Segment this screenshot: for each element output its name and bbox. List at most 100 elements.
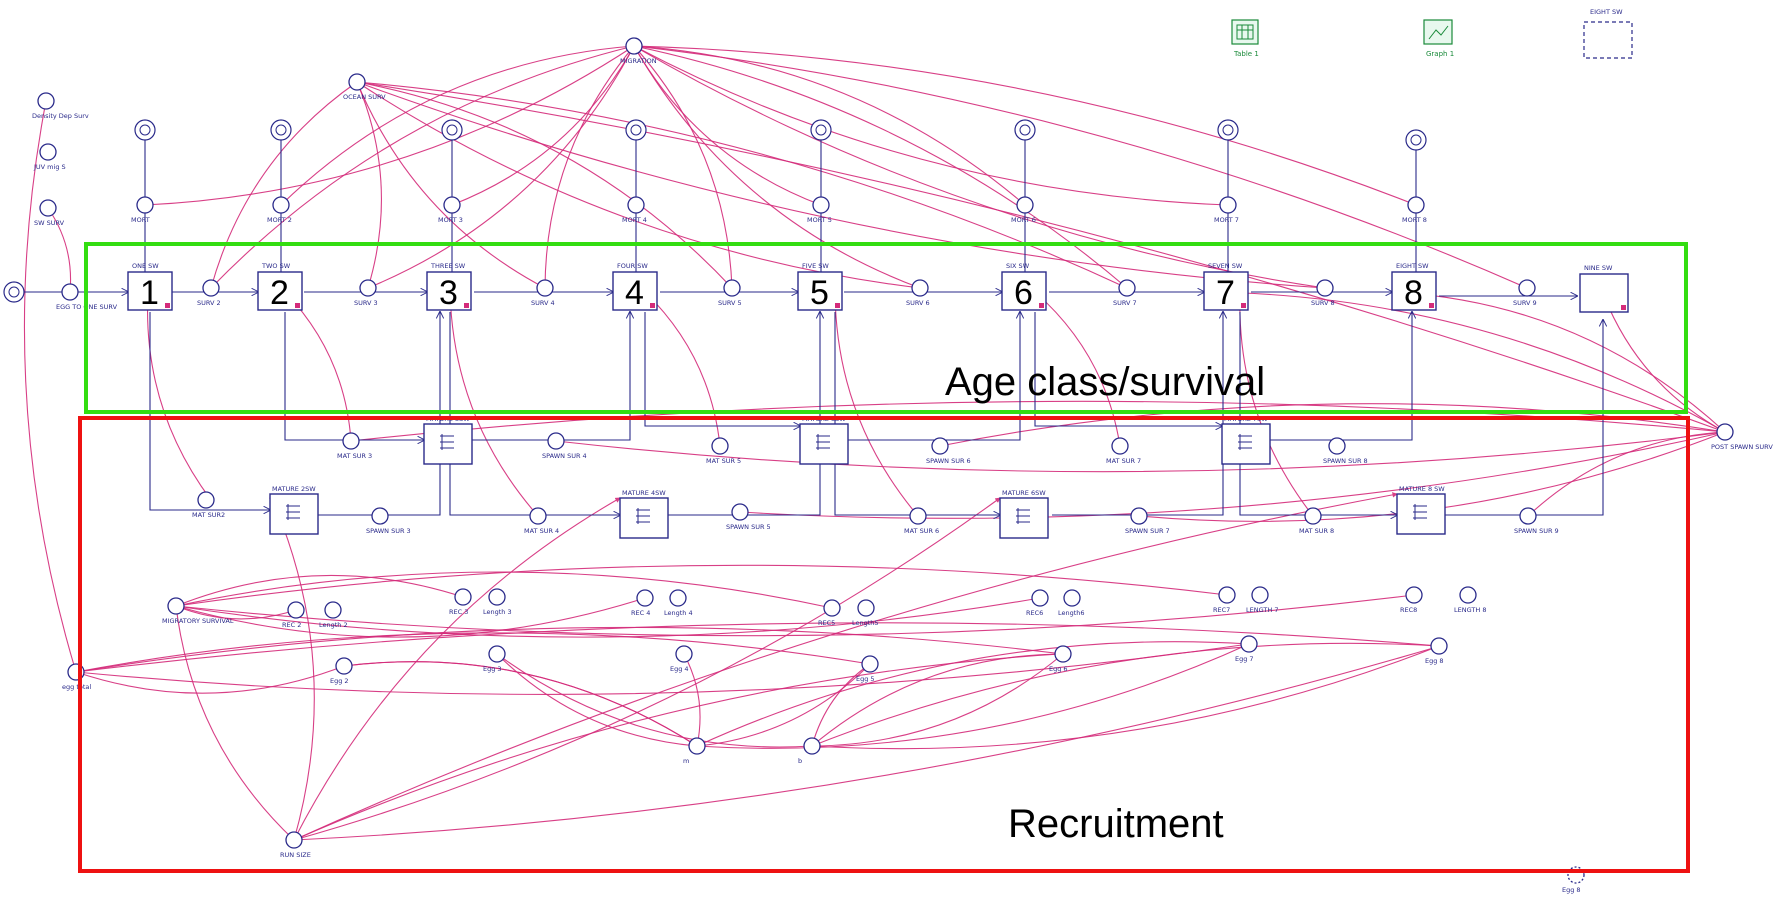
converter-mat-sur-8[interactable]: MAT SUR 8 [1299, 507, 1334, 535]
converter-surv-9[interactable]: SURV 9 [1513, 279, 1537, 307]
cloud-icon [1217, 119, 1239, 141]
converter-mort-8[interactable]: MORT 8 [1402, 196, 1427, 224]
converter-egg-2[interactable]: Egg 2 [330, 657, 353, 685]
connector-arrow [75, 626, 1064, 674]
converter-length5[interactable]: Length5 [852, 599, 879, 627]
converter-egg-6[interactable]: Egg 6 [1049, 645, 1072, 673]
converter-sw-surv[interactable]: SW SURV [34, 199, 65, 227]
stock-mature-2sw[interactable]: MATURE 2SW [269, 485, 319, 535]
converter-rec-2[interactable]: REC 2 [282, 601, 305, 629]
ghost-eight-sw[interactable]: EIGHT SW [1583, 8, 1633, 59]
converter-post-spawn-surv[interactable]: POST SPAWN SURV [1711, 423, 1773, 451]
stock-four-sw[interactable]: FOUR SW4 [612, 262, 658, 312]
converter-length-4[interactable]: Length 4 [664, 589, 693, 617]
converter-spawn-sur-5[interactable]: SPAWN SUR 5 [726, 503, 771, 531]
converter-spawn-sur-6[interactable]: SPAWN SUR 6 [926, 437, 971, 465]
age-class-label: Age class/survival [945, 360, 1265, 404]
converter-egg-3[interactable]: Egg 3 [483, 645, 506, 673]
converter-egg-5[interactable]: Egg 5 [856, 655, 879, 683]
converter-surv-6[interactable]: SURV 6 [906, 279, 930, 307]
converter-length-8[interactable]: LENGTH 8 [1454, 586, 1486, 614]
converter-label: MORT 2 [267, 216, 292, 224]
converter-migration[interactable]: MIGRATION [620, 37, 657, 65]
converter-spawn-sur-8[interactable]: SPAWN SUR 8 [1323, 437, 1368, 465]
converter-run-size[interactable]: RUN SIZE [280, 831, 311, 859]
connector-arrow [173, 605, 295, 841]
converter-m[interactable]: m [683, 737, 706, 765]
converter-surv-5[interactable]: SURV 5 [718, 279, 742, 307]
stock-mature-8-sw[interactable]: MATURE 8 SW [1396, 485, 1446, 535]
converter-mort-5[interactable]: MORT 5 [807, 196, 832, 224]
converter-rec-3[interactable]: REC 3 [449, 588, 472, 616]
stock-eight-sw[interactable]: EIGHT SW8 [1391, 262, 1437, 312]
converter-juv-mig-s[interactable]: JUV mig S [33, 143, 66, 171]
converter-spawn-sur-7[interactable]: SPAWN SUR 7 [1125, 507, 1170, 535]
converter-mort-6[interactable]: MORT 6 [1011, 196, 1036, 224]
converter-label: MORT 6 [1011, 216, 1036, 224]
converter-egg-7[interactable]: Egg 7 [1235, 635, 1258, 663]
converter-surv-3[interactable]: SURV 3 [354, 279, 378, 307]
converter-label: b [798, 757, 802, 765]
converter-label: OCEAN SURV [343, 93, 386, 101]
converter-mat-sur-7[interactable]: MAT SUR 7 [1106, 437, 1141, 465]
converter-rec8[interactable]: REC8 [1400, 586, 1423, 614]
stock-mature-7sw[interactable]: MATURE 7SW [1221, 415, 1271, 465]
converter-egg-4[interactable]: Egg 4 [670, 645, 693, 673]
connector-arrow [293, 644, 1441, 841]
converter-spawn-sur-9[interactable]: SPAWN SUR 9 [1514, 507, 1559, 535]
converter-length-3[interactable]: Length 3 [483, 588, 512, 616]
converter-b[interactable]: b [798, 737, 821, 765]
converter-mort[interactable]: MORT [131, 196, 154, 224]
converter-label: SURV 3 [354, 299, 378, 307]
converter-mort-4[interactable]: MORT 4 [622, 196, 647, 224]
converter-surv-8[interactable]: SURV 8 [1311, 279, 1335, 307]
connector-arrow [1203, 291, 1726, 433]
connector-arrow [542, 45, 635, 289]
converter-rec7[interactable]: REC7 [1213, 586, 1236, 614]
converter-density-dep-surv[interactable]: Density Dep Surv [32, 92, 89, 120]
converter-egg-8[interactable]: Egg 8 [1425, 637, 1448, 665]
converter-ocean-surv[interactable]: OCEAN SURV [343, 73, 386, 101]
converter-migratory-survival[interactable]: MIGRATORY SURVIVAL [162, 597, 234, 625]
stock-label: MATURE 2SW [272, 485, 316, 493]
converter-mort-7[interactable]: MORT 7 [1214, 196, 1239, 224]
converter-mat-sur-4[interactable]: MAT SUR 4 [524, 507, 559, 535]
converter-surv-7[interactable]: SURV 7 [1113, 279, 1137, 307]
stock-seven-sw[interactable]: SEVEN SW7 [1203, 262, 1249, 312]
stock-two-sw[interactable]: TWO SW2 [257, 262, 303, 312]
graph-1-tool[interactable]: Graph 1 [1423, 19, 1454, 58]
stock-five-sw[interactable]: FIVE SW5 [797, 262, 843, 312]
stock-mature-4sw[interactable]: MATURE 4SW [619, 489, 669, 539]
converter-mat-sur-6[interactable]: MAT SUR 6 [904, 507, 939, 535]
converter-length-2[interactable]: Length 2 [319, 601, 348, 629]
stock-label: SIX SW [1006, 262, 1030, 270]
stock-mature-6sw[interactable]: MATURE 6SW [999, 489, 1049, 539]
converter-mat-sur-5[interactable]: MAT SUR 5 [706, 437, 741, 465]
stock-nine-sw[interactable]: NINE SW [1579, 264, 1629, 313]
converter-mort-2[interactable]: MORT 2 [267, 196, 292, 224]
converter-label: REC5 [818, 619, 835, 627]
converter-rec5[interactable]: REC5 [818, 599, 841, 627]
connector-arrow [75, 643, 1250, 695]
converter-surv-2[interactable]: SURV 2 [197, 279, 221, 307]
converter-rec6[interactable]: REC6 [1026, 589, 1049, 617]
converter-length-7[interactable]: LENGTH 7 [1246, 586, 1278, 614]
converter-mat-sur2[interactable]: MAT SUR2 [192, 491, 225, 519]
converter-mat-sur-3[interactable]: MAT SUR 3 [337, 432, 372, 460]
connector-arrow [269, 493, 315, 841]
converter-egg-total[interactable]: egg total [62, 663, 91, 691]
stock-one-sw[interactable]: ONE SW1 [127, 262, 173, 312]
converter-spawn-sur-4[interactable]: SPAWN SUR 4 [542, 432, 587, 460]
converter-mort-3[interactable]: MORT 3 [438, 196, 463, 224]
connector-arrow [633, 45, 1326, 291]
converter-spawn-sur-3[interactable]: SPAWN SUR 3 [366, 507, 411, 535]
table-1-tool[interactable]: Table 1 [1231, 19, 1259, 58]
stock-mature-3sw[interactable]: MATURE 3SW [423, 415, 473, 465]
converter-length6[interactable]: Length6 [1058, 589, 1085, 617]
converter-surv-4[interactable]: SURV 4 [531, 279, 555, 307]
converter-rec-4[interactable]: REC 4 [631, 589, 654, 617]
stock-mature-5sw[interactable]: MATURE 5SW [799, 415, 849, 465]
stock-six-sw[interactable]: SIX SW6 [1001, 262, 1047, 312]
stock-three-sw[interactable]: THREE SW3 [426, 262, 472, 312]
connector-arrow [356, 81, 546, 289]
